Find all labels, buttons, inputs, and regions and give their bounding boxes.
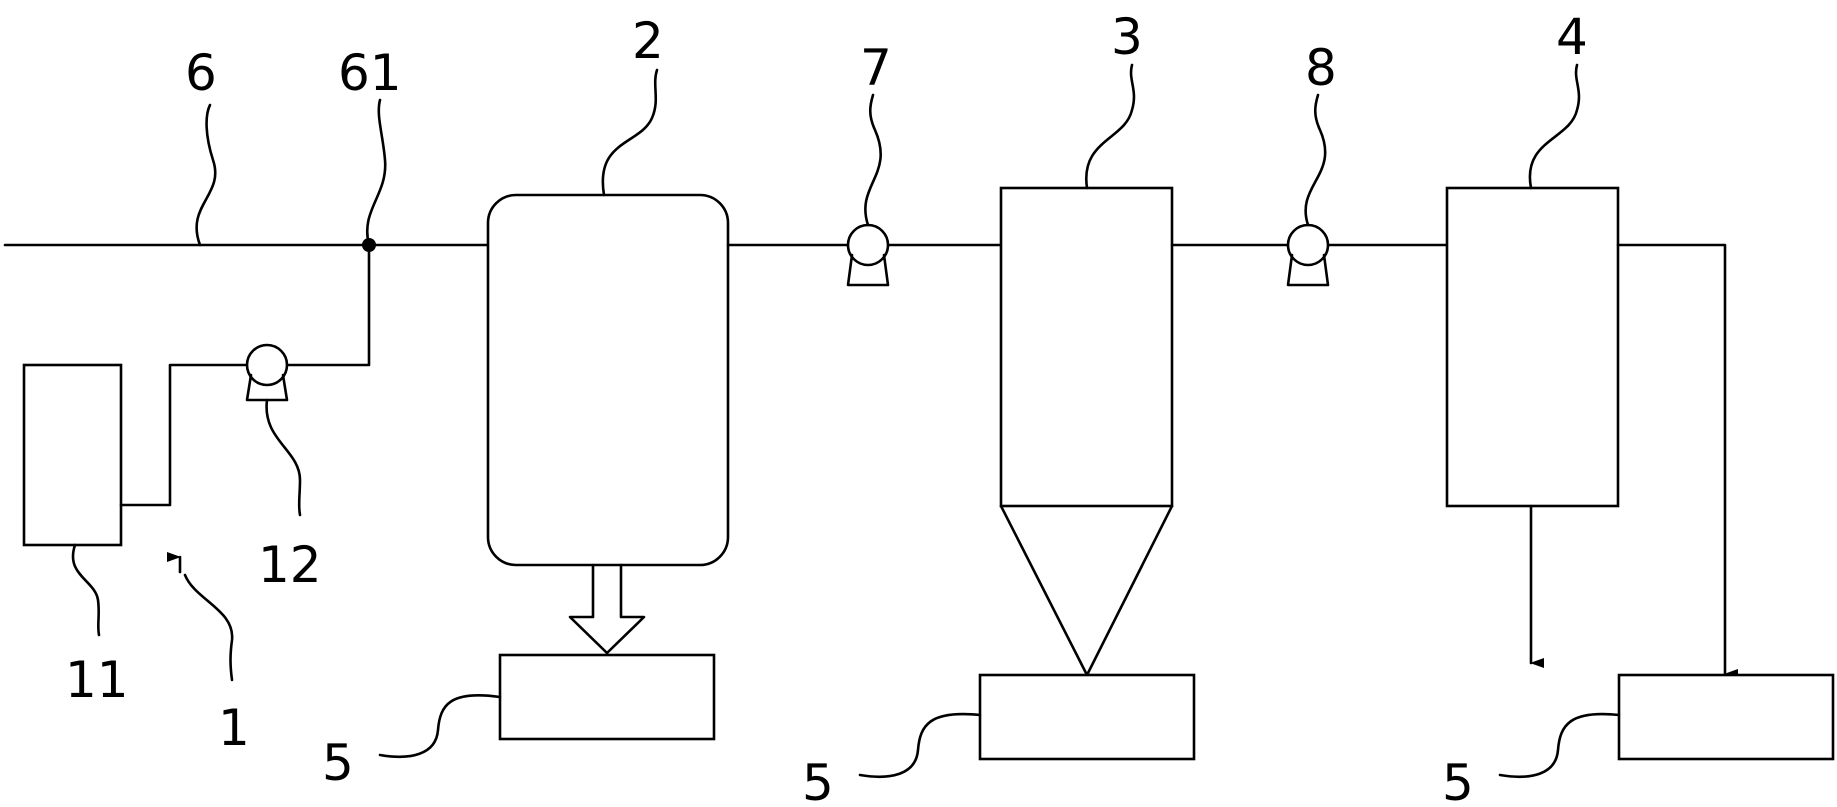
leader-1: [183, 573, 234, 682]
label-8: 8: [1305, 39, 1337, 97]
leader-5b: [858, 712, 982, 779]
label-5-b: 5: [802, 754, 834, 807]
outlet-pipe-right: [1616, 243, 1738, 679]
branch-pipe-upper: [285, 243, 371, 367]
label-12: 12: [258, 536, 322, 594]
leader-2: [601, 68, 659, 197]
leader-4: [1528, 63, 1581, 190]
cyclone-cone: [999, 504, 1174, 677]
discharge-arrow: [568, 563, 646, 655]
leader-61: [366, 98, 387, 247]
leader-6: [195, 103, 217, 247]
label-1: 1: [218, 699, 250, 757]
unit-4: [1445, 186, 1620, 508]
cyclone-body: [999, 186, 1174, 508]
pump-8: [1286, 223, 1330, 287]
collector-box-a: [498, 653, 716, 741]
label-6: 6: [185, 44, 217, 102]
branch-pipe: [119, 363, 249, 507]
vessel: [486, 193, 730, 567]
leader-8: [1304, 93, 1327, 227]
label-11: 11: [65, 651, 129, 709]
collector-box-c: [1617, 673, 1835, 761]
leader-7: [864, 93, 882, 227]
leader-3: [1084, 63, 1136, 190]
pump-12: [245, 343, 289, 402]
label-61: 61: [338, 44, 402, 102]
collector-box-b: [978, 673, 1196, 761]
leader-5a: [378, 694, 502, 759]
leader-11: [71, 543, 101, 637]
label-3: 3: [1111, 8, 1143, 66]
pump-7: [846, 223, 890, 287]
label-5-a: 5: [322, 734, 354, 792]
label-4: 4: [1556, 8, 1588, 66]
label-5-c: 5: [1442, 754, 1474, 807]
label-2: 2: [632, 12, 664, 70]
label-7: 7: [860, 39, 892, 97]
tank: [22, 363, 123, 547]
leader-5c: [1498, 712, 1621, 779]
leader-12: [265, 398, 302, 517]
